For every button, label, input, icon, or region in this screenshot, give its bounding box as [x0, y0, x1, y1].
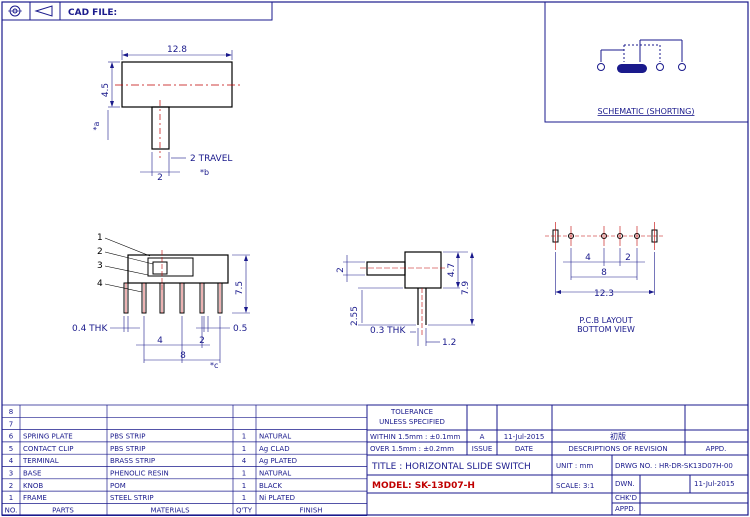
end-thk-dim: 0.3 THK — [370, 326, 406, 336]
bom-qty-5: 1 — [242, 445, 246, 453]
bom-finish-1: Ni PLATED — [259, 494, 295, 502]
date-label: DATE — [515, 445, 533, 453]
top-view: 12.8 4.5 *a 2 2 TRAVEL *b — [92, 45, 240, 183]
pcb-d8-dim: 8 — [601, 268, 607, 278]
dwn-label: DWN. — [615, 480, 635, 488]
bom-material-6: PBS STRIP — [110, 433, 145, 441]
bom-no-5: 5 — [9, 445, 13, 453]
end-view: 2 4.7 7.9 2.55 0.3 THK 1.2 — [336, 251, 475, 348]
top-height-dim: 4.5 — [101, 83, 111, 97]
end-body-dim: 4.7 — [447, 263, 457, 277]
side-pitch-2-dim: 2 — [199, 336, 205, 346]
side-mark-c: *c — [210, 361, 218, 370]
dwn-date: 11-Jul-2015 — [694, 480, 735, 488]
top-knob-width-dim: 2 — [157, 173, 163, 183]
bom-no-3: 3 — [9, 470, 13, 478]
bom-part-4: TERMINAL — [22, 457, 59, 465]
bom-part-3: BASE — [23, 470, 41, 478]
end-total-dim: 7.9 — [461, 281, 471, 296]
scale-label: SCALE: 3:1 — [556, 482, 594, 490]
bom-material-1: STEEL STRIP — [110, 494, 154, 502]
bom-no-2: 2 — [9, 482, 13, 490]
side-pitch-8-dim: 8 — [180, 351, 186, 361]
bom-no-8: 8 — [9, 408, 13, 416]
side-thk-right-dim: 0.5 — [233, 324, 247, 334]
bom-finish-5: Ag CLAD — [259, 445, 290, 453]
top-travel-dim: 2 TRAVEL — [190, 154, 232, 164]
appd-label: APPD. — [615, 505, 636, 513]
pcb-layout: 4 2 8 12.3 P.C.B LAYOUT BOTTOM VIEW — [545, 222, 665, 334]
bom-finish-3: NATURAL — [259, 470, 291, 478]
bom-part-5: CONTACT CLIP — [23, 445, 74, 453]
schematic-label: SCHEMATIC (SHORTING) — [598, 107, 695, 116]
bom-material-2: POM — [110, 482, 126, 490]
bom-header-qty: Q'TY — [236, 506, 253, 514]
bom-qty-1: 1 — [242, 494, 246, 502]
bom-part-1: FRAME — [23, 494, 47, 502]
bom-no-4: 4 — [9, 457, 14, 465]
bom-finish-2: BLACK — [259, 482, 282, 490]
top-knob-b-dim: *b — [200, 168, 209, 177]
bom-material-5: PBS STRIP — [110, 445, 145, 453]
projection-symbol-icon — [8, 5, 53, 17]
title-block: TOLERANCE UNLESS SPECIFIED WITHIN 1.5mm … — [366, 404, 749, 516]
unless-label: UNLESS SPECIFIED — [379, 418, 445, 426]
end-pin-w-dim: 1.2 — [442, 338, 456, 348]
over-label: OVER 1.5mm : ±0.2mm — [370, 445, 454, 453]
chkd-label: CHK'D — [615, 494, 637, 502]
bom-no-7: 7 — [9, 420, 13, 428]
side-pitch-4-dim: 4 — [157, 336, 163, 346]
pcb-d4-dim: 4 — [585, 253, 591, 263]
end-pin-len-dim: 2.55 — [350, 306, 360, 326]
bom-no-1: 1 — [9, 494, 13, 502]
appd-rev-label: APPD. — [706, 445, 727, 453]
callout-3: 3 — [97, 261, 103, 271]
schematic-box: SCHEMATIC (SHORTING) — [544, 1, 749, 123]
bom-part-6: SPRING PLATE — [23, 433, 73, 441]
unit-label: UNIT : mm — [556, 462, 593, 470]
cad-file-label: CAD FILE: — [68, 8, 117, 18]
pcb-title-line2: BOTTOM VIEW — [577, 325, 635, 334]
bom-qty-4: 4 — [242, 457, 247, 465]
pcb-d123-dim: 12.3 — [594, 289, 614, 299]
drwg-no-label: DRWG NO. : HR-DR-SK13D07H-00 — [615, 462, 733, 470]
side-view: 1 2 3 4 7.5 0.4 THK 0.5 4 2 8 *c — [72, 233, 250, 370]
issue-label: ISSUE — [472, 445, 493, 453]
bom-header-materials: MATERIALS — [150, 506, 190, 514]
rev-a: A — [480, 433, 485, 441]
model-label: MODEL: SK-13D07-H — [372, 481, 475, 491]
callout-1: 1 — [97, 233, 103, 243]
bom-header-finish: FINISH — [299, 506, 322, 514]
callout-2: 2 — [97, 247, 103, 257]
top-knob-a-dim: *a — [92, 121, 101, 130]
bom-finish-4: Ag PLATED — [259, 457, 297, 465]
bom-part-2: KNOB — [23, 482, 43, 490]
within-label: WITHIN 1.5mm : ±0.1mm — [370, 433, 460, 441]
bom-qty-6: 1 — [242, 433, 246, 441]
tolerance-label: TOLERANCE — [390, 408, 433, 416]
bom-material-4: BRASS STRIP — [110, 457, 155, 465]
pcb-d2-dim: 2 — [625, 253, 631, 263]
bom-header-parts: PARTS — [52, 506, 74, 514]
bom-finish-6: NATURAL — [259, 433, 291, 441]
pcb-title-line1: P.C.B LAYOUT — [579, 316, 632, 325]
desc-of-rev-label: DESCRIPTIONS OF REVISION — [568, 445, 667, 453]
rev-date: 11-Jul-2015 — [504, 433, 545, 441]
schematic-symbol — [597, 39, 686, 73]
side-thk-left-dim: 0.4 THK — [72, 324, 108, 334]
side-height-dim: 7.5 — [235, 281, 245, 295]
drawing-title: TITLE : HORIZONTAL SLIDE SWITCH — [371, 462, 531, 472]
bom-header-no: NO. — [5, 506, 18, 514]
top-width-dim: 12.8 — [167, 45, 187, 55]
bom-qty-2: 1 — [242, 482, 246, 490]
callout-4: 4 — [97, 279, 103, 289]
end-knob-dim: 2 — [336, 267, 346, 273]
rev-desc: 初版 — [610, 431, 626, 441]
bom-no-6: 6 — [9, 433, 14, 441]
cad-header: CAD FILE: — [1, 1, 273, 21]
bom-material-3: PHENOLIC RESIN — [110, 470, 169, 478]
bom-qty-3: 1 — [242, 470, 246, 478]
